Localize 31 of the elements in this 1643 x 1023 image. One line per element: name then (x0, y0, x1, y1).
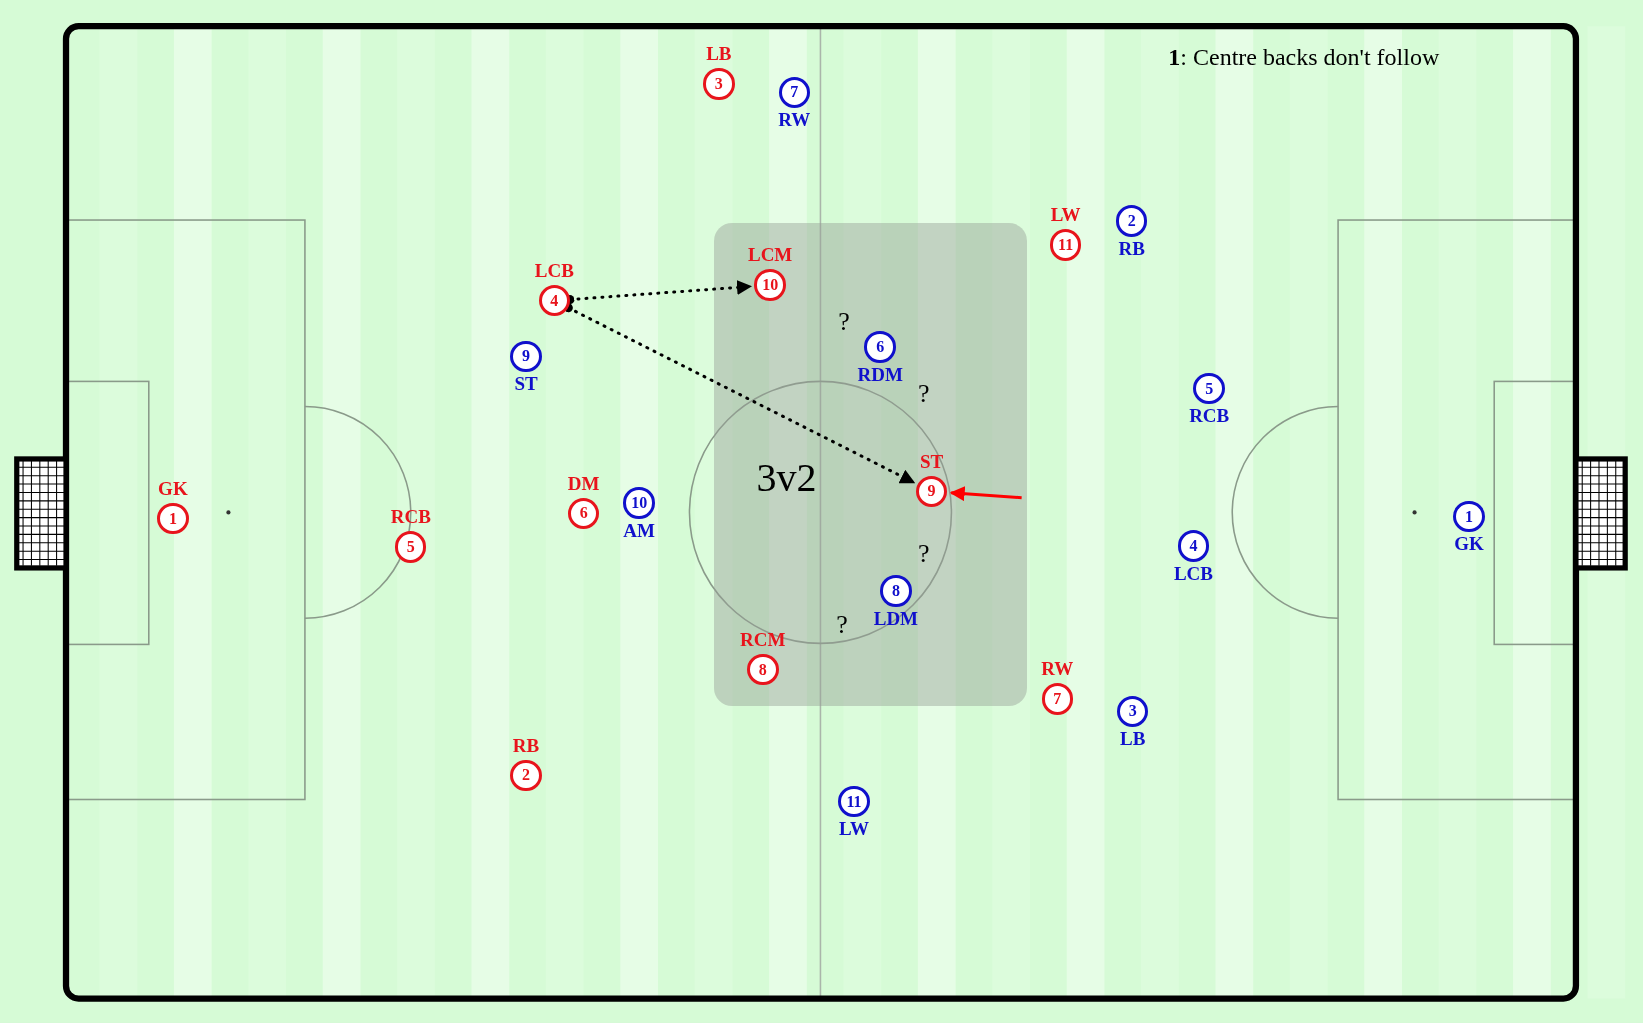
position-label: GK (1454, 533, 1484, 556)
arrow (949, 486, 1022, 502)
position-label: DM (567, 472, 600, 495)
position-label: ST (919, 450, 944, 473)
dotted-arrow (563, 303, 916, 485)
question-mark: ? (917, 379, 930, 410)
question-mark: ? (917, 538, 930, 569)
position-label: RCB (1189, 405, 1230, 428)
position-label: RDM (857, 363, 903, 386)
question-mark: ? (836, 609, 848, 640)
position-label: LW (1050, 204, 1081, 227)
position-label: LDM (873, 607, 919, 630)
position-label: LCB (534, 260, 574, 282)
position-label: LCM (748, 244, 793, 267)
position-label: AM (623, 519, 655, 542)
note-text: 1: Centre backs don't follow (1168, 44, 1440, 71)
position-label: RB (512, 734, 540, 757)
position-label: LB (1120, 728, 1146, 751)
position-label: LCB (1173, 562, 1213, 585)
position-label: RW (778, 108, 811, 131)
question-mark: ? (838, 307, 850, 337)
zone-label: 3v2 (756, 453, 817, 501)
position-label: RW (1041, 658, 1074, 681)
position-label: GK (158, 477, 188, 500)
position-label: RCM (740, 628, 786, 651)
position-label: ST (514, 372, 538, 395)
shaded-zone (713, 223, 1027, 707)
position-label: LW (839, 818, 869, 841)
position-label: RB (1118, 237, 1145, 260)
position-label: LB (706, 43, 732, 66)
position-label: RCB (390, 506, 431, 529)
